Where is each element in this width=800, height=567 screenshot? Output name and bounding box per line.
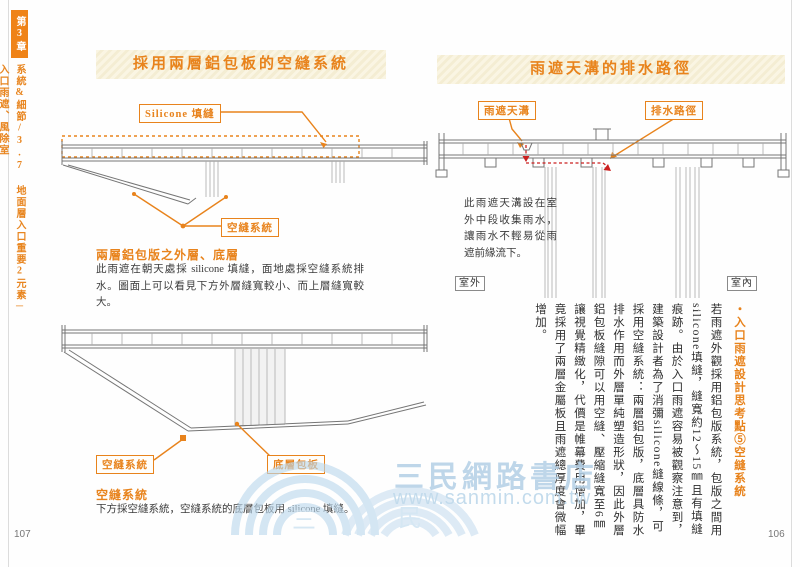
label-silicone-seam: Silicone 填縫 [139,104,221,123]
right-note: 此雨遮天溝設在室外中段收集雨水，讓雨水不輕易從雨遮前緣流下。 [464,198,557,259]
section2-heading: 空縫系統 [96,488,149,502]
page-edge-right [791,0,792,567]
section1-heading: 兩層鋁包版之外層、底層 [96,248,240,262]
vertical-paragraph: ・入口雨遮設計思考點⑤空縫系統 若雨遮外觀採用鋁包版系統，包版之間用silico… [534,303,748,539]
label-outdoor: 室外 [455,276,485,291]
section2-body: 下方採空縫系統，空縫系統的底層包板用 silicone 填縫。 [96,504,355,515]
label-gutter: 雨遮天溝 [478,101,536,120]
page-number-right: 106 [768,529,785,540]
left-bottom-section-drawing [61,325,428,461]
page-number-left: 107 [14,529,31,540]
left-page-title: 採用兩層鋁包板的空縫系統 [96,50,386,79]
chapter-tab: 第3章 [11,10,28,58]
drainage-path-line [522,145,611,171]
label-bottom-panel: 底層包板 [267,455,325,474]
gutter-detail [520,142,533,151]
section1-body: 此雨遮在朝天處採 silicone 填縫，面地處採空縫系統排水。圖面上可以看見下… [96,264,364,308]
label-airgap-top: 空縫系統 [221,218,279,237]
bottom-panel-leader [234,421,272,458]
vertical-paragraph-heading: ・入口雨遮設計思考點⑤空縫系統 [733,303,745,498]
left-top-section-drawing [61,111,428,229]
label-indoor: 室內 [727,276,757,291]
right-page-title: 雨遮天溝的排水路徑 [437,55,785,84]
label-airgap-bottom: 空縫系統 [96,455,154,474]
vertical-paragraph-body: 若雨遮外觀採用鋁包版系統，包版之間用silicone填縫，縫寬約12～15㎜且有… [534,303,722,537]
drainpath-leader [610,117,676,159]
right-section-drawing [435,117,790,298]
label-drain-path: 排水路徑 [645,101,703,120]
page-edge-left [8,0,9,567]
airgap-leader [132,192,228,229]
silicone-seam-leader [215,111,327,148]
airgap-bottom-leader [153,435,186,461]
highlight-dashed-box [61,135,360,158]
logo-char-2: 民 [398,506,422,532]
sidebar-section-title: 系統&細節/3.7 地面層入口重要2元素─入口雨遮、風除室 [0,64,25,314]
